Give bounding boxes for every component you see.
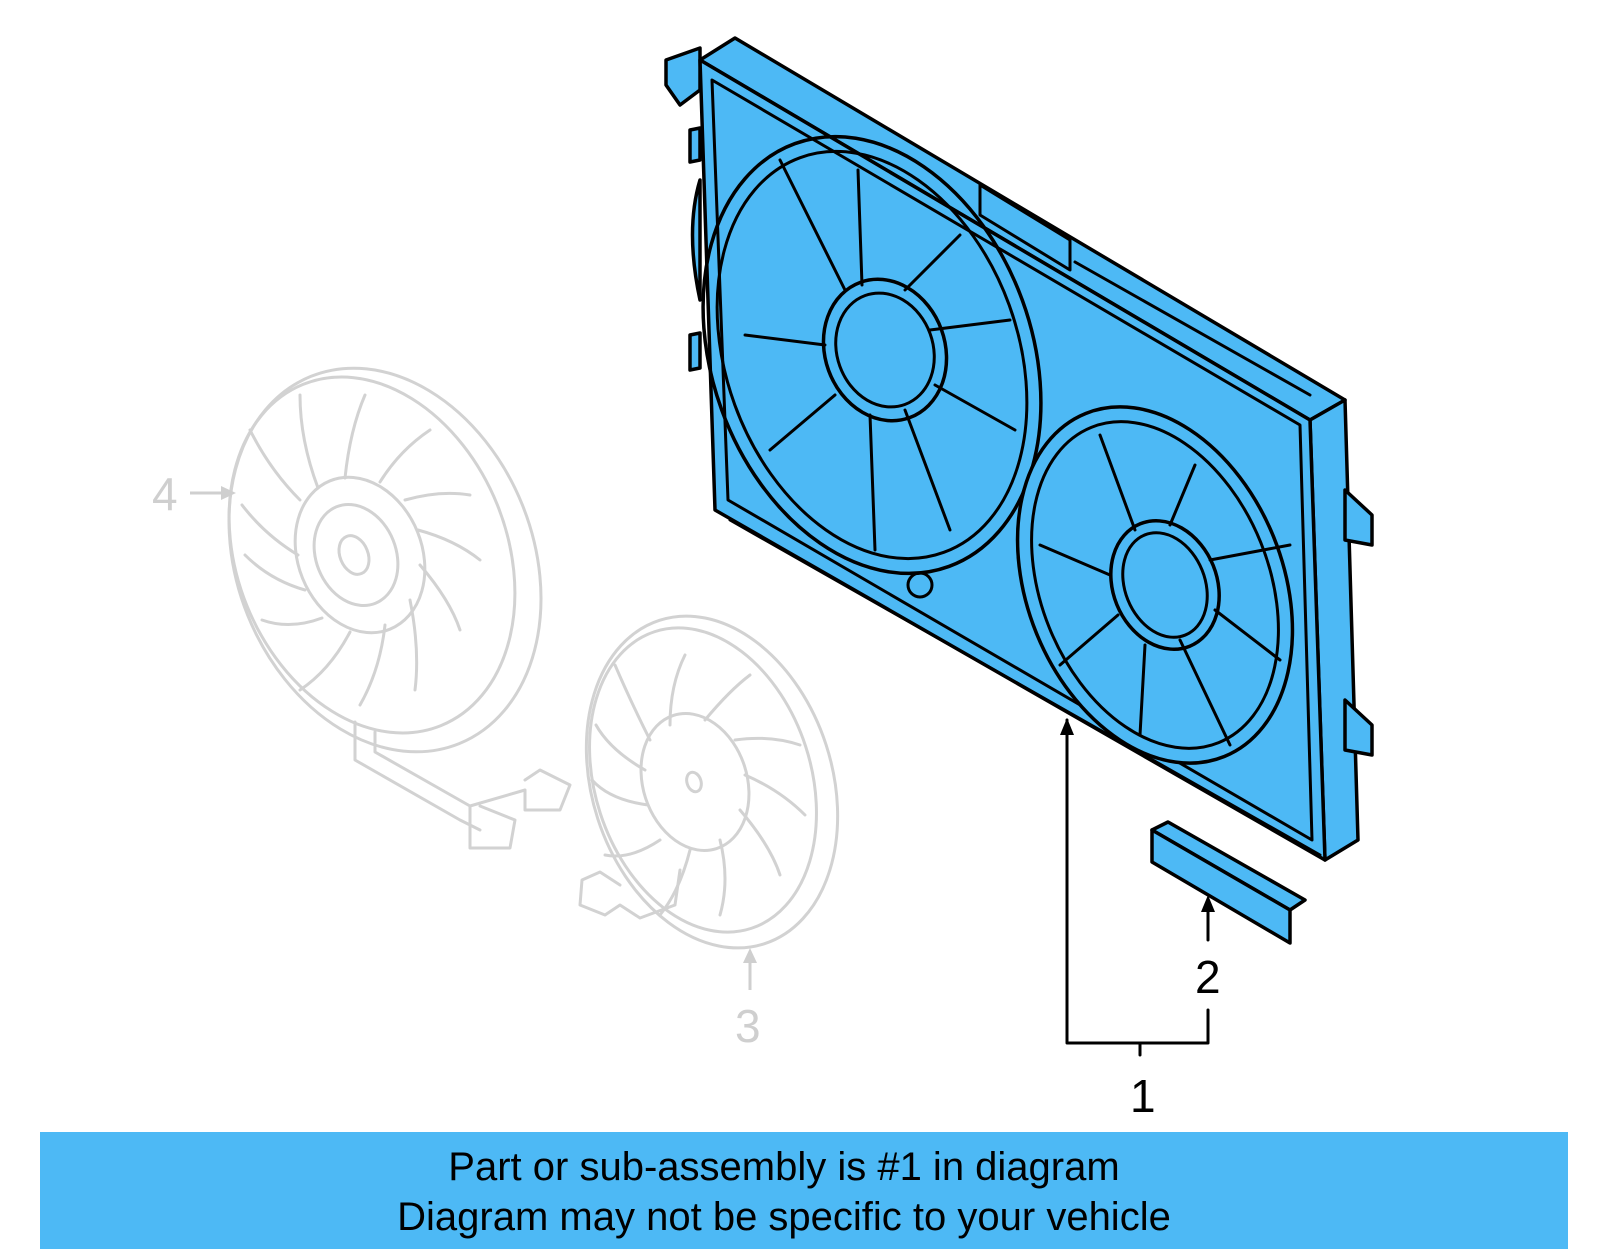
banner-line-1: Part or sub-assembly is #1 in diagram xyxy=(448,1145,1120,1189)
fan-motor-large-part-4[interactable] xyxy=(174,321,597,850)
seal-strip-part-2[interactable] xyxy=(1150,820,1307,945)
callout-number-3[interactable]: 3 xyxy=(735,1000,761,1052)
callout-number-4[interactable]: 4 xyxy=(152,468,178,520)
banner-line-2: Diagram may not be specific to your vehi… xyxy=(397,1195,1171,1239)
info-banner: Part or sub-assembly is #1 in diagram Di… xyxy=(40,1132,1568,1249)
fan-shroud-part-1[interactable] xyxy=(645,36,1374,862)
callout-leaders xyxy=(190,486,1215,1057)
fan-motor-small-part-3[interactable] xyxy=(545,583,878,981)
callout-number-2[interactable]: 2 xyxy=(1195,951,1221,1003)
callout-number-1[interactable]: 1 xyxy=(1130,1070,1156,1122)
